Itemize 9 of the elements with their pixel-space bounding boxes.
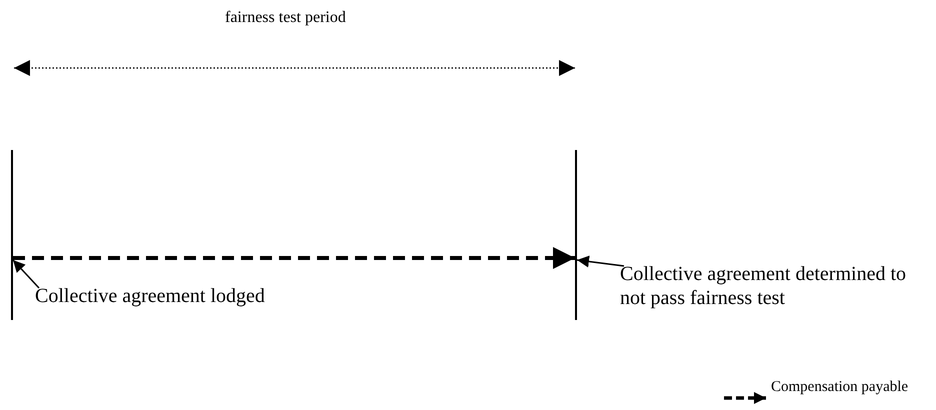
leader-arrow — [576, 256, 624, 268]
leader-arrow — [12, 259, 40, 289]
dimension-label: fairness test period — [225, 8, 346, 28]
timeline-arrow — [13, 247, 575, 269]
timeline-marker-line — [575, 150, 577, 320]
annotation-text: Collective agreement determined to not pass fairness test — [620, 262, 910, 310]
legend-label: Compensation payable — [771, 378, 908, 396]
annotation-text: Collective agreement lodged — [35, 284, 335, 308]
timeline-marker-line — [11, 150, 13, 320]
